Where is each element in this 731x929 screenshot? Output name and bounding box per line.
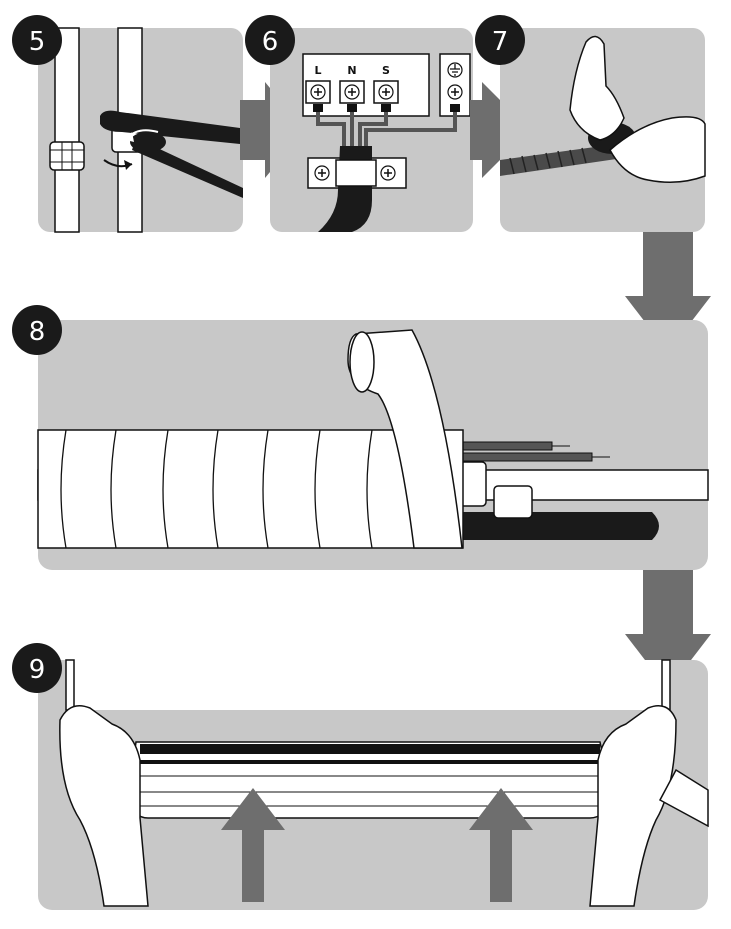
step-badge-9: 9 bbox=[12, 643, 62, 693]
terminal-label-s: S bbox=[382, 64, 390, 77]
tape-roll-curl-icon bbox=[347, 329, 463, 549]
ground-symbol-icon bbox=[447, 62, 463, 78]
step-6-panel: L N S bbox=[270, 28, 473, 232]
pipe-fitting-icon-2 bbox=[493, 485, 533, 519]
clamp-screw-left-icon bbox=[314, 165, 330, 181]
terminal-screw-l-icon bbox=[305, 80, 331, 104]
thin-pipe bbox=[54, 27, 80, 233]
wrapped-bundle bbox=[37, 429, 464, 549]
step-number-9: 9 bbox=[29, 655, 46, 685]
lift-arrow-right bbox=[469, 788, 533, 902]
step-badge-8: 8 bbox=[12, 305, 62, 355]
unit-grille-stripe bbox=[140, 744, 600, 754]
step-5-panel bbox=[38, 27, 243, 233]
step-number-8: 8 bbox=[29, 317, 46, 347]
step-9-panel bbox=[38, 659, 709, 910]
tape-wraps bbox=[60, 429, 373, 549]
step-number-6: 6 bbox=[262, 27, 279, 57]
wires bbox=[316, 112, 457, 146]
mounting-plate bbox=[66, 660, 670, 710]
pipe-fitting-icon bbox=[459, 461, 487, 507]
step-8-panel bbox=[37, 320, 709, 570]
step-number-5: 5 bbox=[29, 27, 46, 57]
step-badge-5: 5 bbox=[12, 15, 62, 65]
terminal-label-n: N bbox=[347, 64, 356, 77]
terminal-screw-s-icon bbox=[373, 80, 399, 104]
step-7-panel bbox=[500, 28, 706, 232]
drain-hose-8 bbox=[460, 512, 659, 540]
left-hand-icon bbox=[569, 35, 625, 141]
signal-wire-2 bbox=[451, 452, 593, 462]
step-badge-7: 7 bbox=[475, 15, 525, 65]
lift-arrow-left bbox=[221, 788, 285, 902]
right-hand-icon bbox=[609, 116, 706, 183]
terminal-label-l: L bbox=[314, 64, 321, 77]
flare-nut-icon bbox=[49, 141, 85, 171]
terminal-screw-n-icon bbox=[339, 80, 365, 104]
step-badge-6: 6 bbox=[245, 15, 295, 65]
pipe-out-icon bbox=[658, 768, 709, 828]
wrench-icon bbox=[100, 110, 243, 198]
left-hand-icon-9 bbox=[59, 705, 149, 907]
ground-screw-icon bbox=[447, 84, 463, 100]
clamp-screw-right-icon bbox=[380, 165, 396, 181]
step-number-7: 7 bbox=[492, 27, 509, 57]
signal-wire-1 bbox=[451, 441, 553, 451]
